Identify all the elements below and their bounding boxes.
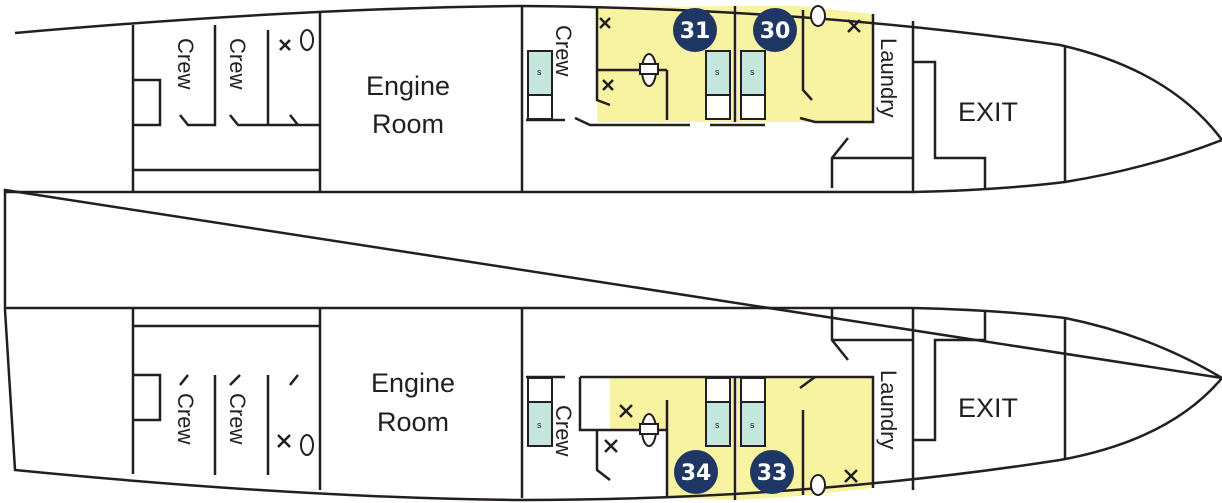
corridor-wall-top — [5, 138, 1222, 194]
top-walls — [131, 6, 1067, 192]
shower-label: s — [750, 420, 755, 430]
corridor-wall-bottom — [5, 306, 1222, 380]
exit-label: EXIT — [958, 97, 1018, 127]
shower-icon: s s s — [527, 50, 766, 120]
toilet-icon — [300, 5, 826, 496]
exit-label: EXIT — [958, 393, 1018, 423]
shower-icon: s s s — [527, 377, 766, 447]
cabin-badge-30[interactable]: 30 — [753, 8, 797, 52]
crew-label: Crew — [225, 38, 250, 89]
laundry-label: Laundry — [876, 370, 901, 450]
engine-room-label: Engine — [371, 368, 455, 398]
cabin-number: 33 — [757, 461, 788, 486]
crew-label: Crew — [551, 25, 576, 76]
cabin-badge-34[interactable]: 34 — [674, 450, 718, 494]
crew-label: Crew — [173, 393, 198, 444]
cabin-badge-31[interactable]: 31 — [673, 8, 717, 52]
cabin-number: 34 — [681, 461, 712, 486]
shower-label: s — [537, 67, 542, 77]
crew-label: Crew — [173, 38, 198, 89]
cabin-number: 31 — [680, 19, 711, 44]
shower-label: s — [750, 67, 755, 77]
engine-room-label: Room — [377, 407, 449, 437]
bottom-walls — [131, 308, 1067, 500]
engine-room-label: Engine — [366, 71, 450, 101]
shower-label: s — [715, 67, 720, 77]
crew-label: Crew — [551, 405, 576, 456]
cabin-number: 30 — [760, 19, 791, 44]
shower-label: s — [537, 420, 542, 430]
crew-label: Crew — [225, 393, 250, 444]
engine-room-label: Room — [372, 109, 444, 139]
shower-label: s — [715, 420, 720, 430]
laundry-label: Laundry — [876, 38, 901, 118]
cabin-badge-33[interactable]: 33 — [750, 450, 794, 494]
